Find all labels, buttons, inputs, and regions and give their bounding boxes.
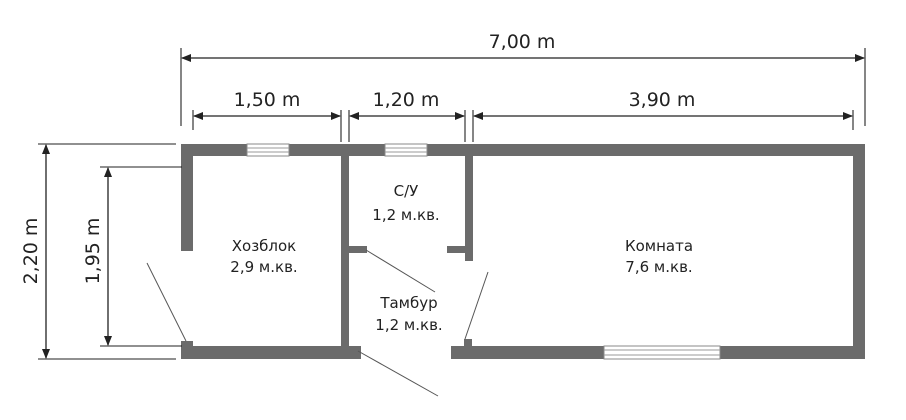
door-swing-su — [365, 249, 436, 293]
right-wall — [853, 144, 865, 359]
left-wall-upper — [181, 144, 193, 251]
jamb-right — [447, 246, 465, 253]
dim-segments — [192, 110, 854, 142]
window-su — [384, 143, 428, 157]
partition-left — [341, 144, 349, 359]
room-area: 1,2 м.кв. — [375, 316, 442, 334]
room-area: 2,9 м.кв. — [230, 258, 297, 276]
room-hozblok: Хозблок 2,9 м.кв. — [230, 237, 297, 276]
jamb-left — [349, 246, 367, 253]
window-komnata — [603, 345, 721, 360]
dim-inner-height — [100, 166, 182, 347]
dim-total-height — [38, 143, 176, 360]
room-name: Комната — [625, 237, 693, 255]
top-wall — [181, 144, 865, 156]
room-komnata: Комната 7,6 м.кв. — [625, 237, 693, 276]
window-hozblok — [246, 143, 290, 157]
room-tambur: Тамбур 1,2 м.кв. — [375, 294, 442, 334]
segment-2-label: 1,20 m — [373, 89, 440, 111]
door-swing-komnata — [464, 271, 489, 340]
total-width-label: 7,00 m — [489, 31, 556, 53]
room-su: С/У 1,2 м.кв. — [372, 182, 439, 224]
bottom-wall-left — [181, 346, 361, 359]
room-name: Тамбур — [379, 294, 437, 312]
segment-1-label: 1,50 m — [234, 89, 301, 111]
total-height-label: 2,20 m — [20, 218, 42, 285]
room-area: 7,6 м.кв. — [625, 258, 692, 276]
room-area: 1,2 м.кв. — [372, 206, 439, 224]
door-swings — [146, 249, 489, 397]
door-swing-entry — [357, 350, 439, 397]
room-name: Хозблок — [232, 237, 297, 255]
door-swing-hozblok — [146, 262, 187, 342]
room-name: С/У — [394, 182, 419, 200]
partition-right — [465, 144, 473, 261]
jamb-bottom-right — [464, 339, 472, 348]
inner-height-label: 1,95 m — [82, 218, 104, 285]
dim-total-width — [180, 48, 866, 126]
segment-3-label: 3,90 m — [629, 89, 696, 111]
